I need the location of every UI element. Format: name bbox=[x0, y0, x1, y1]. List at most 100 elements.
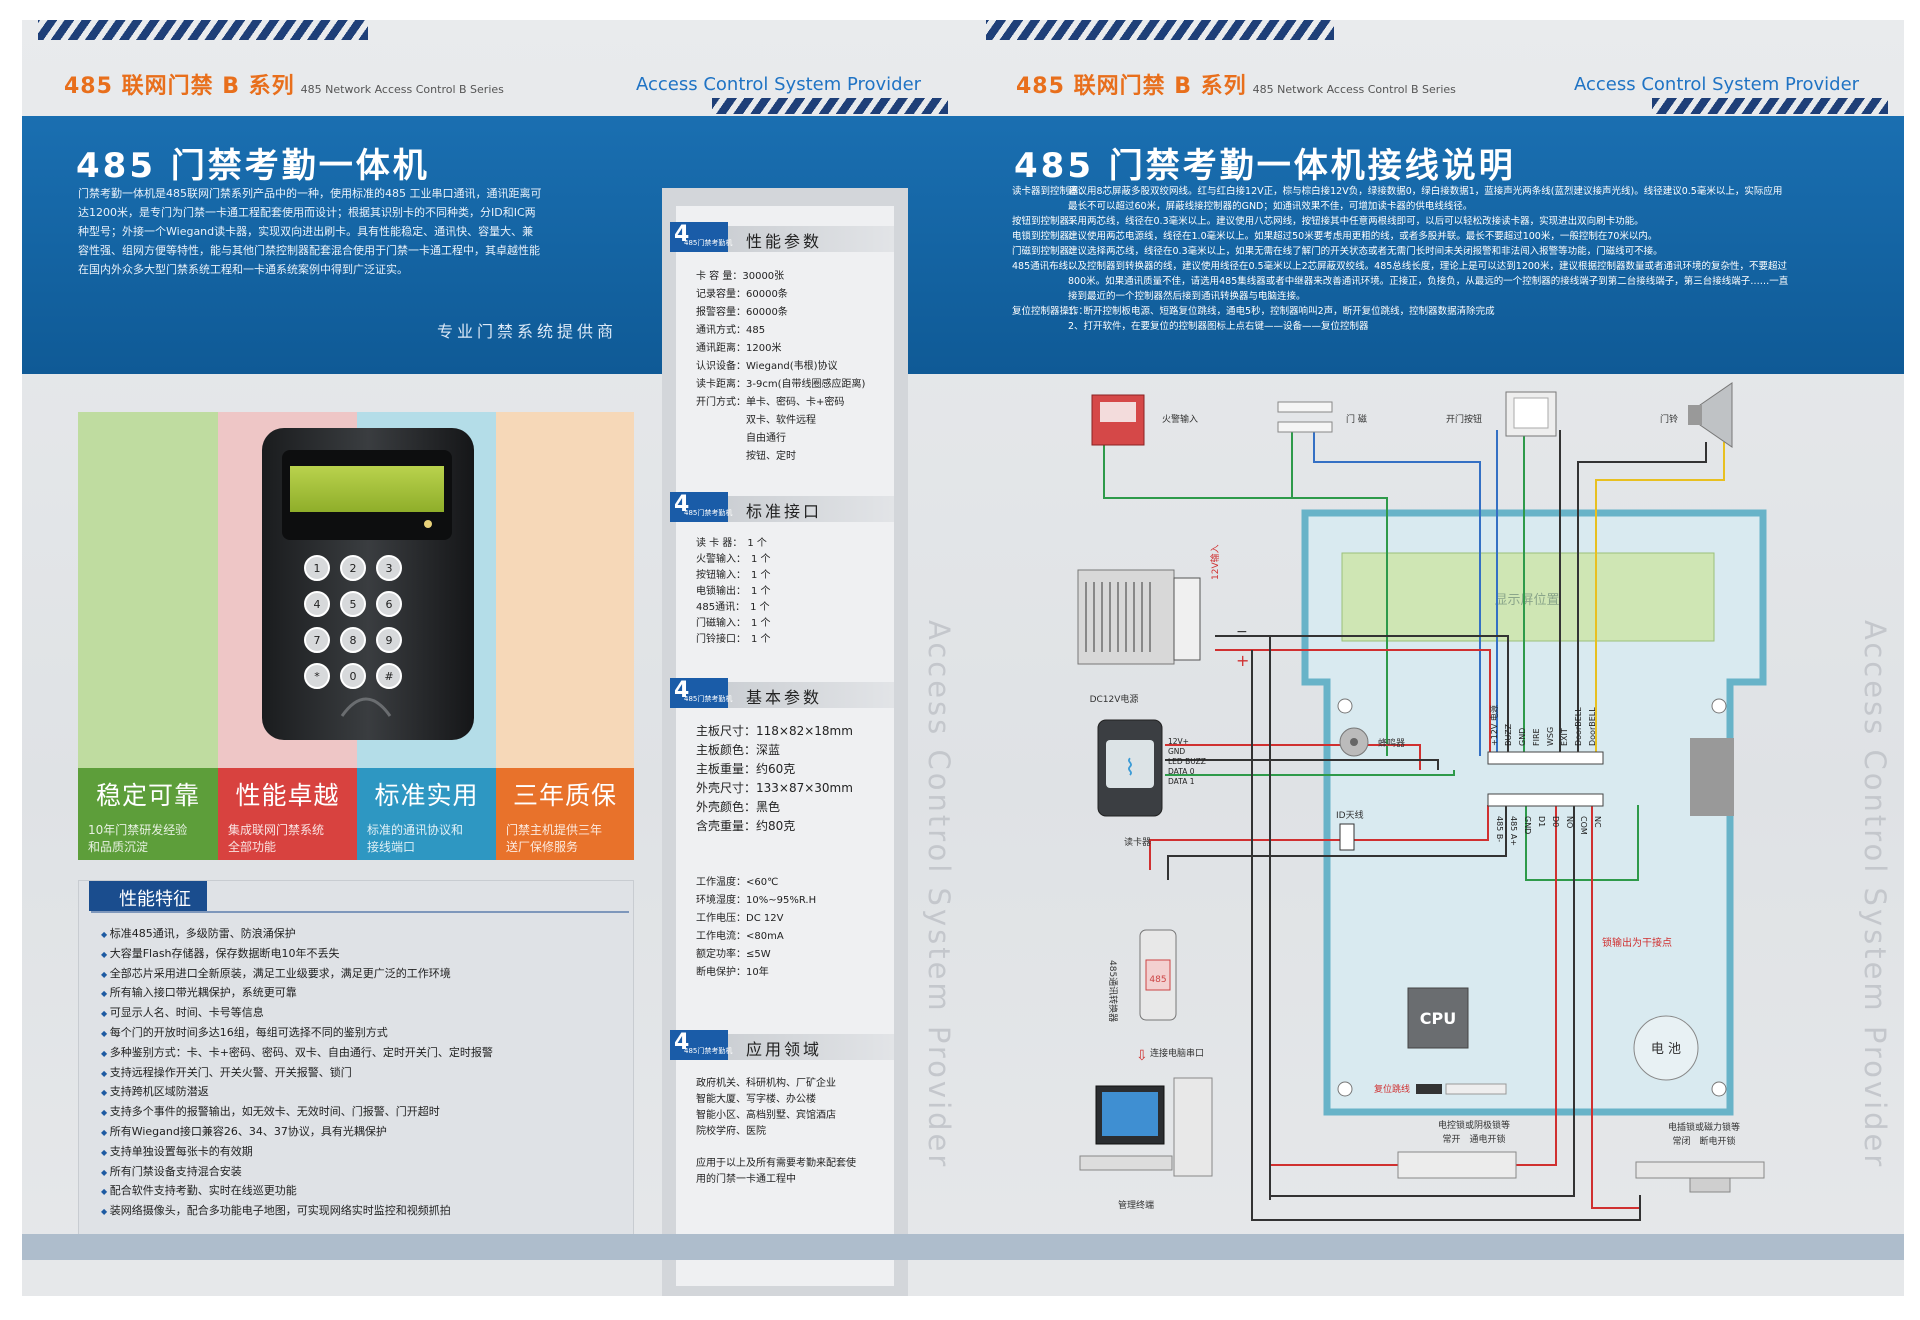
cpu-chip bbox=[1407, 987, 1469, 1049]
keypad-key-label: 7 bbox=[314, 634, 321, 647]
reader-pin-label: LED BUZZ bbox=[1168, 757, 1206, 766]
panel-peach bbox=[496, 412, 634, 768]
keypad-key-label: 1 bbox=[314, 562, 321, 575]
applications-rows: 政府机关、科研机构、厂矿企业智能大厦、写字楼、办公楼智能小区、高档别墅、宾馆酒店… bbox=[696, 1078, 856, 1185]
feature-item: 可显示人名、时间、卡号等信息 bbox=[101, 1004, 493, 1024]
lock2-desc: 常闭 断电开锁 bbox=[1672, 1135, 1735, 1147]
buzzer-label: 蜂鸣器 bbox=[1378, 737, 1405, 749]
pc-label: 管理终端 bbox=[1118, 1199, 1154, 1211]
features-list: 标准485通讯，多级防雷、防浪涌保护 大容量Flash存储器，保存数据断电10年… bbox=[101, 925, 493, 1222]
converter-tag: 485 bbox=[1149, 975, 1166, 985]
reset-jumper bbox=[1416, 1084, 1442, 1094]
keypad-key-label: * bbox=[314, 670, 320, 683]
top-pin-label: FIRE bbox=[1532, 728, 1541, 746]
pc-tower bbox=[1173, 1077, 1213, 1177]
reader-pin-label: 12V+ bbox=[1168, 737, 1189, 746]
bottom-pin-label: 485 A+ bbox=[1509, 816, 1518, 846]
doorbell bbox=[1699, 382, 1733, 448]
feature-item: 所有Wiegand接口兼容26、34、37协议，具有光耦保护 bbox=[101, 1123, 493, 1143]
keypad-key bbox=[376, 555, 402, 581]
antenna-label: ID天线 bbox=[1336, 809, 1364, 821]
keypad-key bbox=[340, 663, 366, 689]
power-voltage-label: 12V输入 bbox=[1209, 544, 1221, 580]
bottom-pin-label: NO bbox=[1565, 816, 1574, 828]
keypad-key bbox=[376, 627, 402, 653]
bottom-terminal bbox=[1487, 793, 1604, 807]
top-pin-label: BUZZ bbox=[1504, 723, 1513, 746]
exit-button-label: 开门按钮 bbox=[1446, 413, 1482, 425]
page-title: 485 门禁考勤一体机 bbox=[76, 146, 430, 186]
reset-label: 复位跳线 bbox=[1374, 1083, 1410, 1095]
intro-text: 门禁考勤一体机是485联网门禁系列产品中的一种，使用标准的485 工业串口通讯，… bbox=[78, 187, 542, 276]
keypad-key-label: 6 bbox=[386, 598, 393, 611]
bottom-pin-label: NC bbox=[1593, 816, 1602, 828]
panel-green bbox=[78, 412, 218, 768]
features-rule bbox=[91, 911, 629, 913]
keypad-key-label: 0 bbox=[350, 670, 357, 683]
doorbell-label: 门铃 bbox=[1660, 413, 1678, 425]
keypad-key bbox=[376, 591, 402, 617]
top-terminal bbox=[1487, 751, 1604, 765]
converter-label: 485通讯转换器 bbox=[1107, 960, 1119, 1022]
reader-pin-label: DATA 0 bbox=[1168, 767, 1195, 776]
top-pin-label: +12V 电源 bbox=[1489, 705, 1499, 746]
battery bbox=[1633, 1015, 1699, 1081]
power-label: DC12V电源 bbox=[1090, 693, 1139, 705]
header-stripes bbox=[986, 20, 1334, 40]
antenna-connector bbox=[1339, 823, 1355, 851]
keypad-key-label: 8 bbox=[350, 634, 357, 647]
feature-item: 多种鉴别方式：卡、卡+密码、密码、双卡、自由通行、定时开关门、定时报警 bbox=[101, 1044, 493, 1064]
relay-note: 锁输出为干接点 bbox=[1602, 936, 1672, 949]
battery-label: 电 池 bbox=[1651, 1042, 1681, 1057]
display-label: 显示屏位置 bbox=[1494, 593, 1559, 608]
footer-band bbox=[22, 1234, 962, 1260]
performance-features-box: 性能特征 标准485通讯，多级防雷、防浪涌保护 大容量Flash存储器，保存数据… bbox=[78, 880, 634, 1240]
top-pin-label: DoorBELL bbox=[1588, 707, 1597, 746]
vertical-provider-left: Access Control System Provider bbox=[922, 620, 956, 1170]
keypad-key bbox=[340, 555, 366, 581]
bottom-pin-label: 485 B- bbox=[1495, 816, 1504, 842]
keypad-key-label: 3 bbox=[386, 562, 393, 575]
feature-item: 所有门禁设备支持混合安装 bbox=[101, 1163, 493, 1183]
keypad-key-label: 9 bbox=[386, 634, 393, 647]
feature-item: 配合软件支持考勤、实时在线巡更功能 bbox=[101, 1182, 493, 1202]
controller-board bbox=[1301, 509, 1767, 1116]
keypad-key-label: 2 bbox=[350, 562, 357, 575]
door-sensor bbox=[1277, 401, 1333, 413]
provider-label: Access Control System Provider bbox=[636, 74, 922, 95]
top-pin-label: DoorBELL bbox=[1574, 707, 1583, 746]
keypad-key-label: # bbox=[384, 670, 393, 683]
title-band bbox=[960, 116, 1904, 374]
features-heading: 性能特征 bbox=[89, 881, 207, 911]
keypad-key bbox=[340, 591, 366, 617]
keypad-key bbox=[304, 663, 330, 689]
feature-item: 标准485通讯，多级防雷、防浪涌保护 bbox=[101, 925, 493, 945]
feature-standard: 标准实用 标准的通讯协议和接线端口 bbox=[357, 768, 496, 860]
keypad-key-label: 4 bbox=[314, 598, 321, 611]
page-title: 485 门禁考勤一体机接线说明 bbox=[1014, 146, 1516, 186]
feature-item: 支持多个事件的报警输出，如无效卡、无效时间、门报警、门开超时 bbox=[101, 1103, 493, 1123]
keyboard bbox=[1079, 1155, 1173, 1171]
reader-pin-label: DATA 1 bbox=[1168, 777, 1195, 786]
feature-performance: 性能卓越 集成联网门禁系统全部功能 bbox=[218, 768, 357, 860]
tagline: 专业门禁系统提供商 bbox=[437, 322, 618, 341]
display-area bbox=[1341, 552, 1715, 642]
arrow-down-icon: ⇩ bbox=[1136, 1048, 1148, 1064]
feature-stable: 稳定可靠 10年门禁研发经验和品质沉淀 bbox=[78, 768, 218, 860]
cpu-label: CPU bbox=[1420, 1009, 1456, 1028]
